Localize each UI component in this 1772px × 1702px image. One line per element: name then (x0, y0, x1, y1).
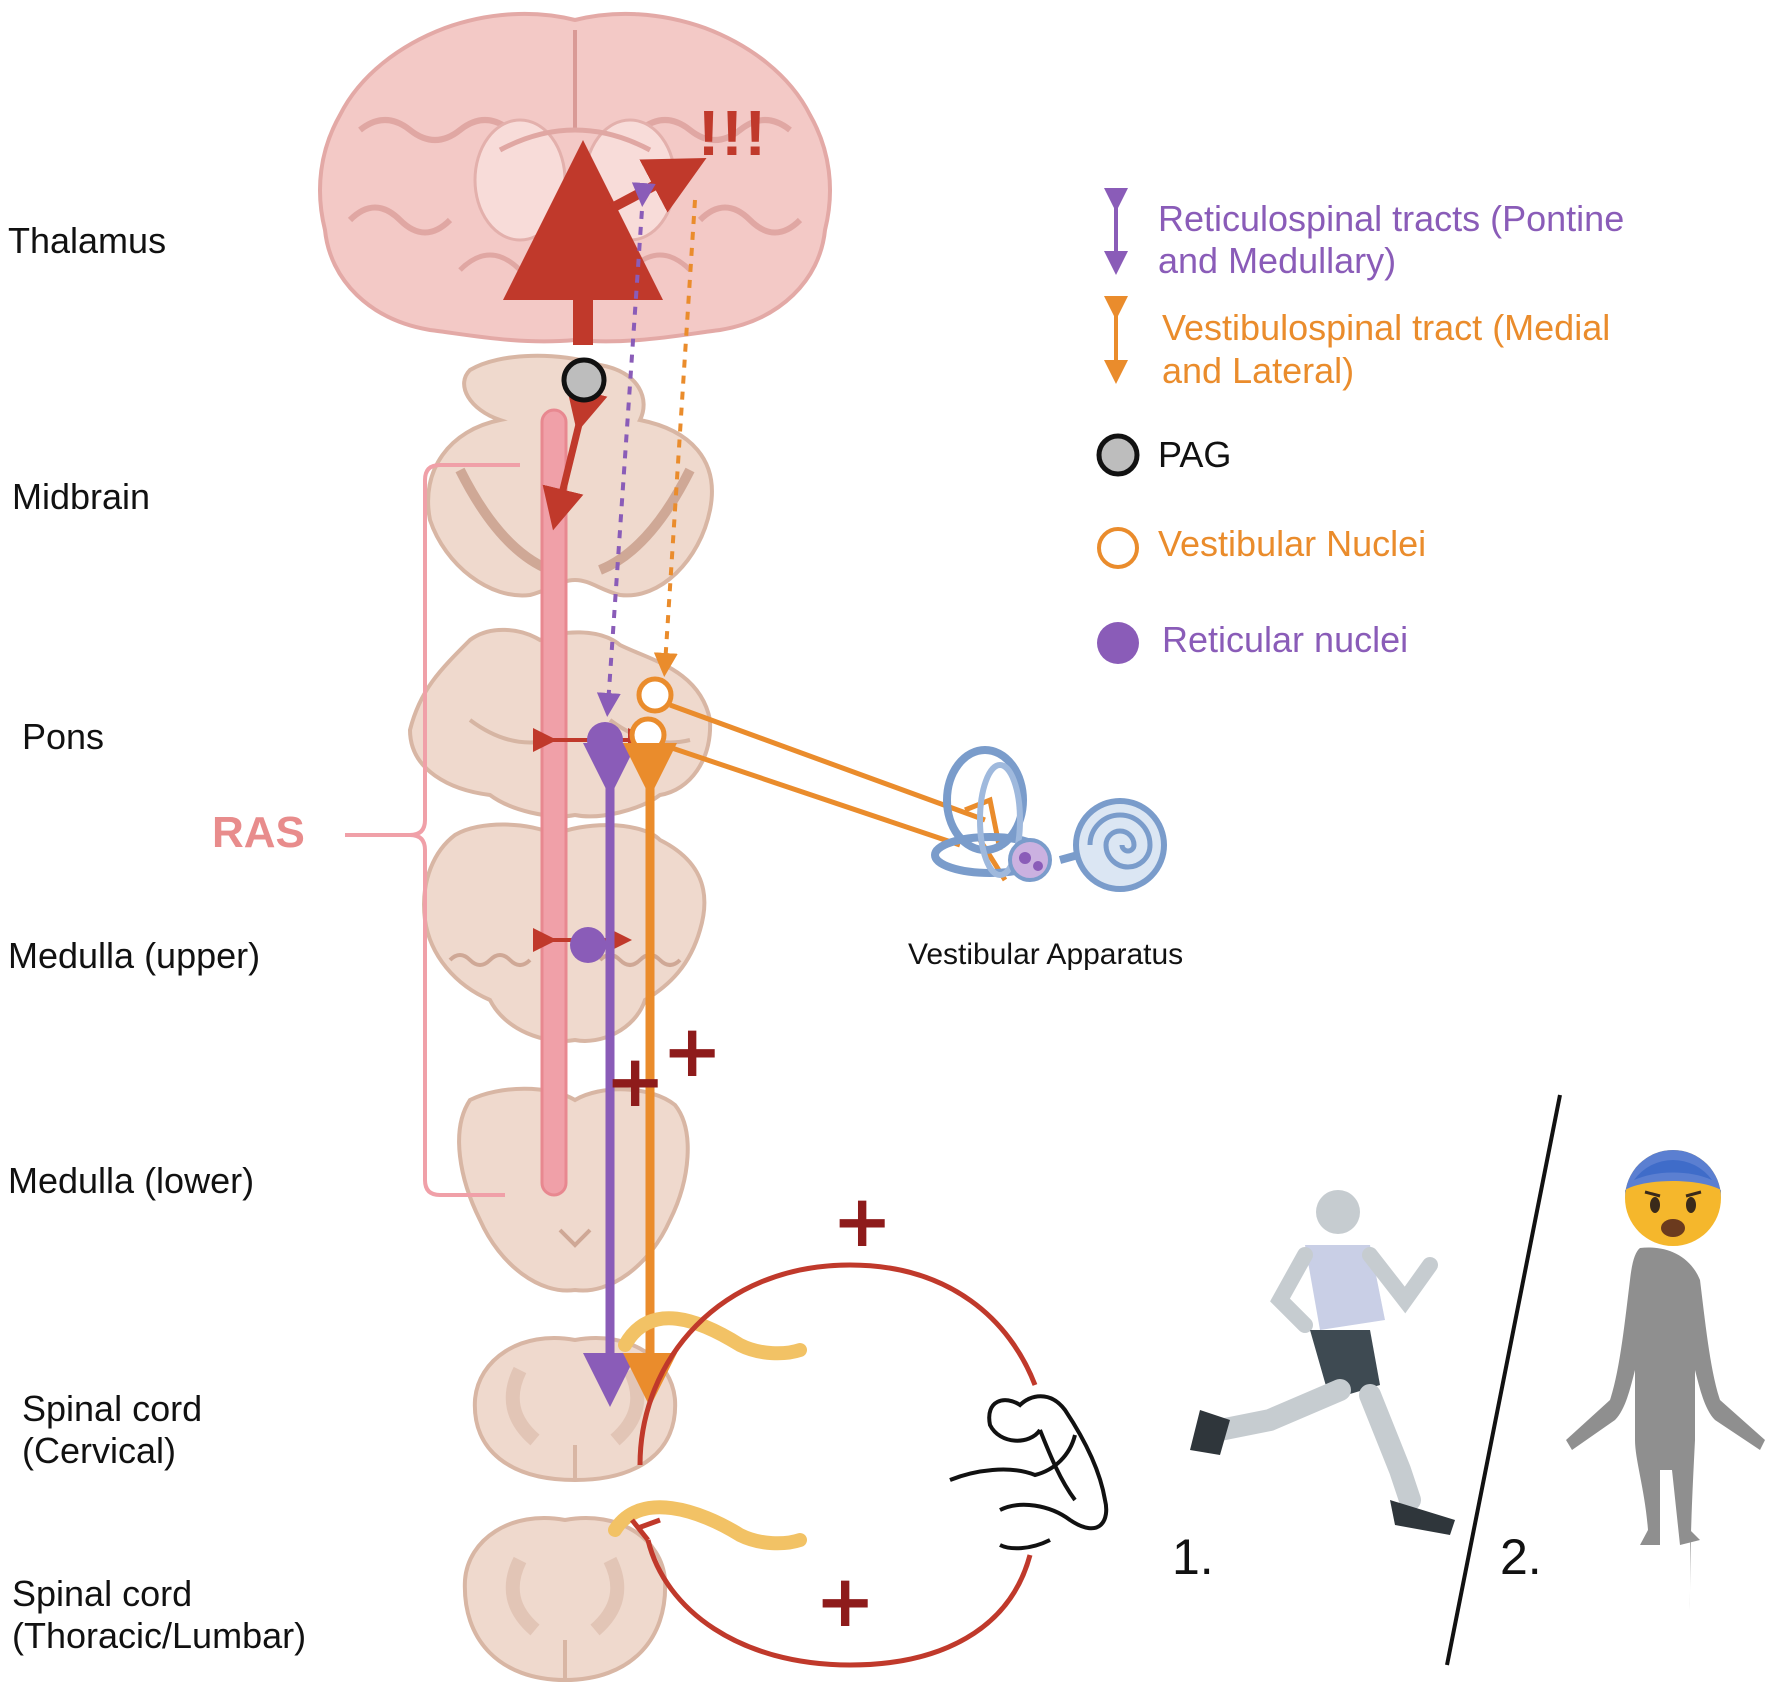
legend-vestibulospinal-line-1: Vestibulospinal tract (Medial (1162, 307, 1611, 348)
inhibitory-terminal (630, 1517, 661, 1542)
reticular-nucleus-medulla (570, 927, 606, 963)
fearful-face-emoji (1625, 1150, 1721, 1246)
dorsal-root-cervical (618, 1311, 807, 1361)
cortex-to-reticular-dashed-arrow (596, 182, 656, 717)
flexed-arm-icon (949, 1394, 1109, 1551)
label-pons: Pons (22, 716, 105, 757)
plus-vestibulospinal: + (662, 1009, 723, 1093)
legend-reticular-nuclei-label: Reticular nuclei (1162, 619, 1409, 660)
legend-reticulospinal-line-2: and Medullary) (1158, 240, 1397, 281)
label-spinal-thoracic-1: Spinal cord (12, 1573, 193, 1614)
spinal-cord-cervical-section (472, 1336, 678, 1483)
scenario-divider (1445, 1094, 1562, 1666)
label-spinal-cervical-2: (Cervical) (22, 1430, 177, 1471)
cortex-to-vestibular-dashed-arrow (653, 199, 697, 677)
standing-human-figure (1566, 1247, 1765, 1610)
vestibular-afferent-1 (669, 702, 986, 823)
label-spinal-thoracic-2: (Thoracic/Lumbar) (12, 1615, 307, 1656)
feedback-loop-lower (645, 1539, 1033, 1668)
feedback-loop-upper (637, 1262, 1038, 1466)
plus-loop-lower: + (815, 1559, 876, 1643)
vestibular-apparatus-label: Vestibular Apparatus (908, 938, 1184, 971)
alarm-label: !!! (698, 97, 768, 169)
label-midbrain: Midbrain (12, 476, 151, 517)
scenario-label-2: 2. (1500, 1529, 1542, 1585)
pag-ras-bidirectional-arrow (542, 386, 608, 531)
label-medulla-upper: Medulla (upper) (8, 935, 261, 976)
vestibular-apparatus-icon (931, 746, 1167, 892)
label-thalamus: Thalamus (8, 220, 167, 261)
scenario-label-1: 1. (1172, 1529, 1214, 1585)
ras-label: RAS (212, 808, 305, 857)
runner-figure (1190, 1190, 1455, 1535)
legend-vestibulospinal-line-2: and Lateral) (1162, 350, 1355, 391)
legend-reticular-nuclei-icon (1097, 622, 1139, 664)
label-spinal-cervical-1: Spinal cord (22, 1388, 203, 1429)
spinal-cord-thoracic-section (462, 1516, 668, 1683)
pag-node (561, 357, 607, 403)
ras-bracket (345, 463, 520, 1197)
legend-vestibular-nuclei-label: Vestibular Nuclei (1158, 523, 1427, 564)
legend-pag-icon (1096, 433, 1140, 477)
reticular-nucleus-pons (587, 722, 623, 758)
vestibular-nucleus-1 (636, 676, 674, 714)
legend-vestibular-nuclei-icon (1097, 527, 1139, 569)
plus-reticulospinal: + (605, 1039, 666, 1123)
vestibular-nucleus-2 (629, 716, 667, 754)
dorsal-root-thoracic (608, 1500, 807, 1551)
plus-loop-upper: + (832, 1179, 893, 1263)
label-medulla-lower: Medulla (lower) (8, 1160, 255, 1201)
vestibular-afferent-2 (662, 742, 961, 848)
legend-reticulospinal-line-1: Reticulospinal tracts (Pontine (1158, 198, 1625, 239)
ras-column (540, 408, 568, 1197)
legend-pag-label: PAG (1158, 434, 1232, 475)
